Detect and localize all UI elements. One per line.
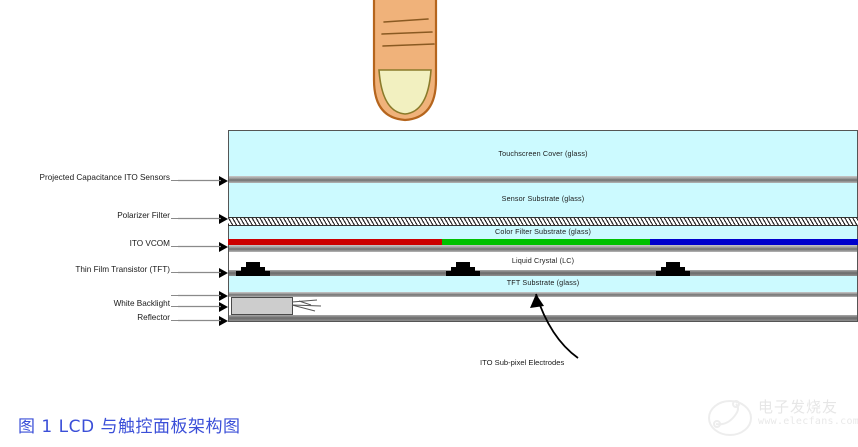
tft-transistor-bump bbox=[656, 262, 690, 276]
watermark-url: www.elecfans.com bbox=[758, 416, 858, 427]
color-filter-segment-green bbox=[442, 239, 651, 245]
site-watermark: 电子发烧友 www.elecfans.com bbox=[706, 392, 858, 444]
layer-polarizer-filter bbox=[228, 217, 858, 226]
callout-polarizer-filter: Polarizer Filter bbox=[0, 211, 228, 225]
figure-caption: 图 1 LCD 与触控面板架构图 bbox=[18, 417, 241, 437]
callout-arrowhead bbox=[219, 301, 228, 312]
layer-projected-capacitance-ito-sensors bbox=[228, 176, 858, 183]
callout-label: Projected Capacitance ITO Sensors bbox=[39, 173, 170, 182]
callout-arrowhead bbox=[219, 290, 228, 301]
label-color-filter-substrate: Color Filter Substrate (glass) bbox=[495, 227, 591, 236]
callout-label: Reflector bbox=[137, 313, 170, 322]
layer-ito-vcom bbox=[228, 245, 858, 252]
callout-arrowhead bbox=[219, 315, 228, 326]
watermark-brand: 电子发烧友 bbox=[758, 398, 839, 416]
callout-thin-film-transistor: Thin Film Transistor (TFT) bbox=[0, 265, 228, 279]
callout-arrowhead bbox=[219, 175, 228, 186]
callout-arrowhead bbox=[219, 213, 228, 224]
callout-projected-capacitance-ito-sensors: Projected Capacitance ITO Sensors bbox=[0, 173, 228, 187]
layer-sensor-substrate bbox=[228, 183, 858, 217]
finger-illustration bbox=[360, 0, 450, 122]
callout-white-backlight: White Backlight bbox=[0, 299, 228, 313]
callout-label: Thin Film Transistor (TFT) bbox=[75, 265, 170, 274]
ito-subpixel-electrodes-arrow bbox=[530, 293, 579, 359]
callout-arrowhead bbox=[219, 267, 228, 278]
finger-icon bbox=[372, 0, 438, 122]
label-tft-substrate: TFT Substrate (glass) bbox=[506, 278, 580, 287]
watermark-logo-icon bbox=[708, 400, 752, 436]
callout-label: Polarizer Filter bbox=[117, 211, 170, 220]
callout-label: White Backlight bbox=[113, 299, 170, 308]
callout-label: ITO VCOM bbox=[129, 239, 170, 248]
backlight-rays-icon bbox=[291, 299, 322, 312]
label-sensor-substrate: Sensor Substrate (glass) bbox=[501, 194, 585, 203]
tft-transistor-bump bbox=[236, 262, 270, 276]
callout-reflector: Reflector bbox=[0, 313, 228, 327]
color-filter-segment-red bbox=[228, 239, 443, 245]
callout-ito-vcom: ITO VCOM bbox=[0, 239, 228, 253]
tft-transistor-bump bbox=[446, 262, 480, 276]
color-filter-segment-blue bbox=[650, 239, 858, 245]
layer-touchscreen-cover bbox=[228, 130, 858, 176]
label-liquid-crystal: Liquid Crystal (LC) bbox=[511, 256, 575, 265]
white-backlight-lamp bbox=[231, 297, 293, 315]
ito-subpixel-electrodes-label: ITO Sub-pixel Electrodes bbox=[480, 358, 565, 367]
label-touchscreen-cover: Touchscreen Cover (glass) bbox=[498, 149, 588, 158]
color-filter-rgb-stripes bbox=[228, 239, 858, 245]
callout-arrowhead bbox=[219, 241, 228, 252]
